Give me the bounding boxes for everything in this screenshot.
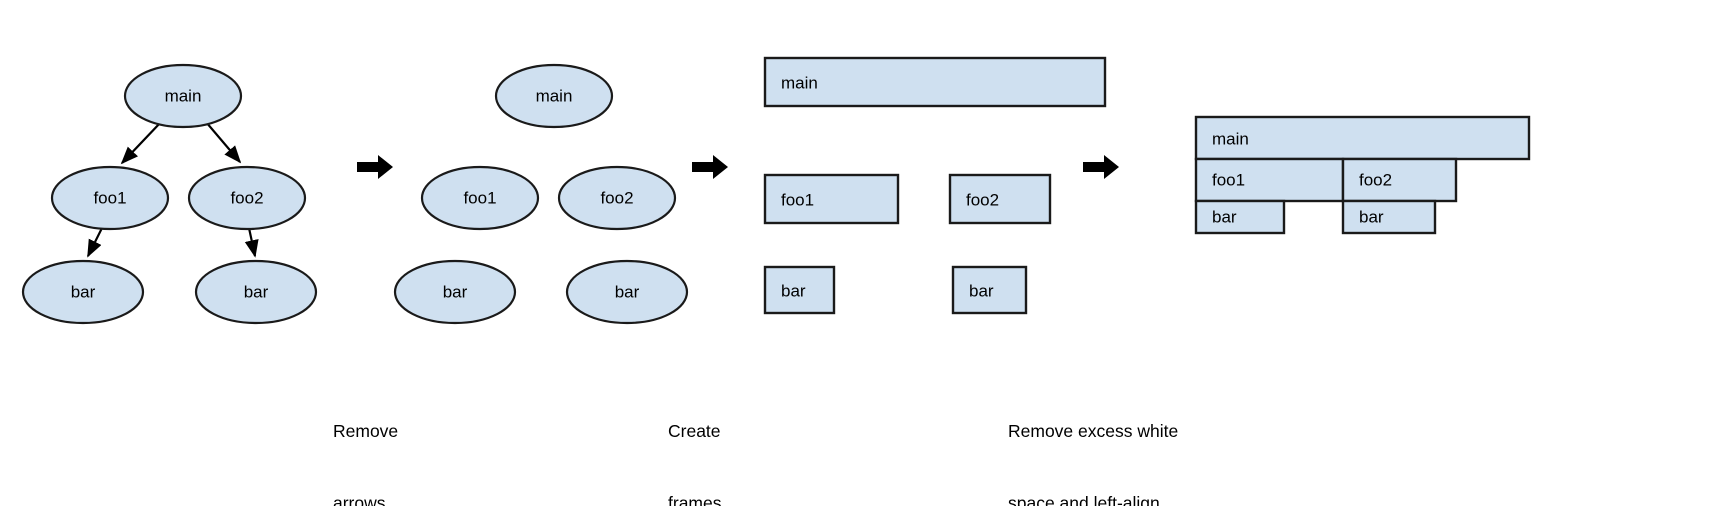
caption-create-frames-line2: frames [668,493,722,506]
node-bar1-label: bar [443,283,468,302]
node-foo1-shape[interactable] [50,165,170,231]
caption-remove-arrows-line1: Remove [333,421,399,441]
frame-foo1-label: foo1 [781,191,814,210]
node-main-shape[interactable] [123,63,243,129]
flame-main-label: main [1212,130,1249,149]
node-foo2-label: foo2 [230,189,263,208]
frame-bar2-label: bar [969,282,994,301]
frame-foo2[interactable]: foo2 [948,173,1052,225]
frame-foo1[interactable]: foo1 [763,173,900,225]
node-bar1-label: bar [71,283,96,302]
panel-no-arrows: main foo1 foo2 bar bar [393,63,689,325]
node-foo1[interactable]: foo1 [420,165,540,231]
node-foo1[interactable]: foo1 [50,165,170,231]
flame-bar2-shape[interactable] [1341,199,1437,235]
frame-bar1-shape[interactable] [763,265,836,315]
node-bar2[interactable]: bar [565,259,689,325]
node-foo2-label: foo2 [600,189,633,208]
caption-create-frames: Create frames [668,371,721,506]
frame-foo2-label: foo2 [966,191,999,210]
frame-bar2-shape[interactable] [951,265,1028,315]
frame-foo1-shape[interactable] [763,173,900,225]
node-foo2[interactable]: foo2 [557,165,677,231]
node-foo1-shape[interactable] [420,165,540,231]
node-foo2[interactable]: foo2 [187,165,307,231]
node-foo1-label: foo1 [93,189,126,208]
node-bar2-label: bar [244,283,269,302]
flame-bar1-label: bar [1212,208,1237,227]
caption-remove-whitespace-line1: Remove excess white [1008,421,1179,441]
frame-main[interactable]: main [763,56,1107,108]
caption-create-frames-line1: Create [668,421,721,441]
node-main[interactable]: main [123,63,243,129]
node-main[interactable]: main [494,63,614,129]
flame-foo1-label: foo1 [1212,171,1245,190]
flame-bar1[interactable]: bar [1194,199,1286,235]
frame-foo2-shape[interactable] [948,173,1052,225]
frame-main-label: main [781,74,818,93]
node-main-label: main [536,87,573,106]
caption-remove-whitespace-line2: space and left-align [1008,493,1160,506]
edge-foo1-bar1 [87,227,103,258]
node-main-shape[interactable] [494,63,614,129]
flame-bar2-label: bar [1359,208,1384,227]
node-bar1[interactable]: bar [393,259,517,325]
flame-bar2[interactable]: bar [1341,199,1437,235]
node-bar1-shape[interactable] [393,259,517,325]
caption-remove-arrows-line2: arrows [333,493,386,506]
node-main-label: main [165,87,202,106]
flame-foo1[interactable]: foo1 [1194,157,1345,203]
frame-bar1-label: bar [781,282,806,301]
node-bar2-label: bar [615,283,640,302]
node-bar1-shape[interactable] [21,259,145,325]
node-foo2-shape[interactable] [557,165,677,231]
step-arrow-1-icon [357,155,393,179]
panel-flame-graph: main foo1 foo2 bar bar [1194,115,1531,235]
flame-foo2-label: foo2 [1359,171,1392,190]
node-foo1-label: foo1 [463,189,496,208]
frame-bar2[interactable]: bar [951,265,1028,315]
node-bar2-shape[interactable] [194,259,318,325]
flame-main[interactable]: main [1194,115,1531,161]
caption-remove-arrows: Remove arrows [333,371,398,506]
flame-foo2[interactable]: foo2 [1341,157,1458,203]
frame-main-shape[interactable] [763,56,1107,108]
flame-main-shape[interactable] [1194,115,1531,161]
node-bar2[interactable]: bar [194,259,318,325]
frame-bar1[interactable]: bar [763,265,836,315]
node-foo2-shape[interactable] [187,165,307,231]
node-bar2-shape[interactable] [565,259,689,325]
flame-bar1-shape[interactable] [1194,199,1286,235]
call-graph-edges [87,121,259,258]
edge-main-foo1 [120,121,162,165]
node-bar1[interactable]: bar [21,259,145,325]
caption-remove-whitespace: Remove excess white space and left-align [1008,371,1178,506]
step-arrow-3-icon [1083,155,1119,179]
edge-main-foo2 [205,121,242,164]
panel-frames: main foo1 foo2 bar bar [763,56,1107,315]
edge-foo2-bar2 [244,227,259,258]
panel-call-graph: main foo1 foo2 bar bar [21,63,318,325]
step-arrow-2-icon [692,155,728,179]
